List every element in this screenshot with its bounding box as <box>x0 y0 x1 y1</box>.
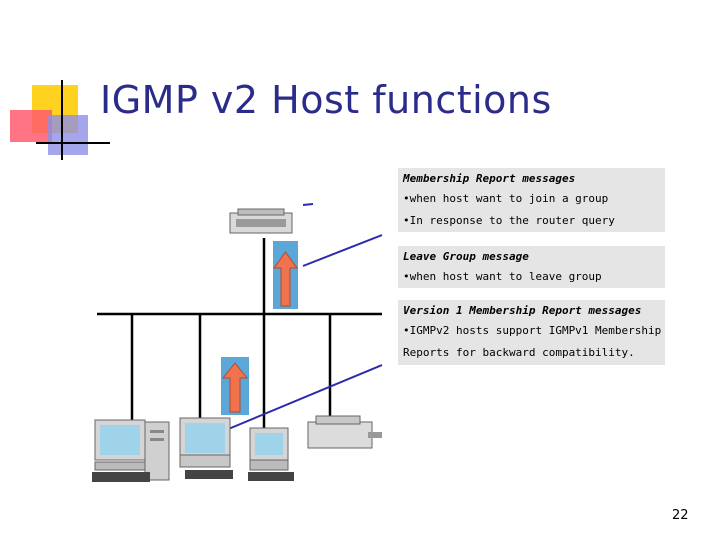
logo-red-square <box>10 110 52 142</box>
page-number: 22 <box>672 508 689 523</box>
host-computer-1-icon <box>92 419 170 482</box>
v1-membership-report-box: Version 1 Membership Report messages •IG… <box>398 300 665 365</box>
router-icon <box>229 208 293 234</box>
membership-report-box: Membership Report messages •when host wa… <box>398 168 665 232</box>
box-header: Leave Group message <box>403 250 529 263</box>
host-computer-2-icon <box>179 417 233 479</box>
slide-title: IGMP v2 Host functions <box>100 78 552 122</box>
slide-logo <box>10 80 110 160</box>
printer-icon <box>307 415 382 449</box>
report-arrow-lower-icon <box>221 357 249 415</box>
leave-group-box: Leave Group message •when host want to l… <box>398 246 665 288</box>
router-link-dash <box>302 203 314 206</box>
box-line: •In response to the router query <box>403 214 615 227</box>
box-header: Membership Report messages <box>403 172 576 185</box>
box-line: •when host want to leave group <box>403 270 602 283</box>
report-arrow-upper-icon <box>273 241 298 309</box>
host-computer-3-icon <box>248 427 294 481</box>
box-line: •when host want to join a group <box>403 192 609 205</box>
pointer-line-1 <box>302 234 383 267</box>
logo-blue-square <box>48 115 88 155</box>
box-header: Version 1 Membership Report messages <box>403 304 642 317</box>
box-line: •IGMPv2 hosts support IGMPv1 Membership … <box>403 324 662 359</box>
